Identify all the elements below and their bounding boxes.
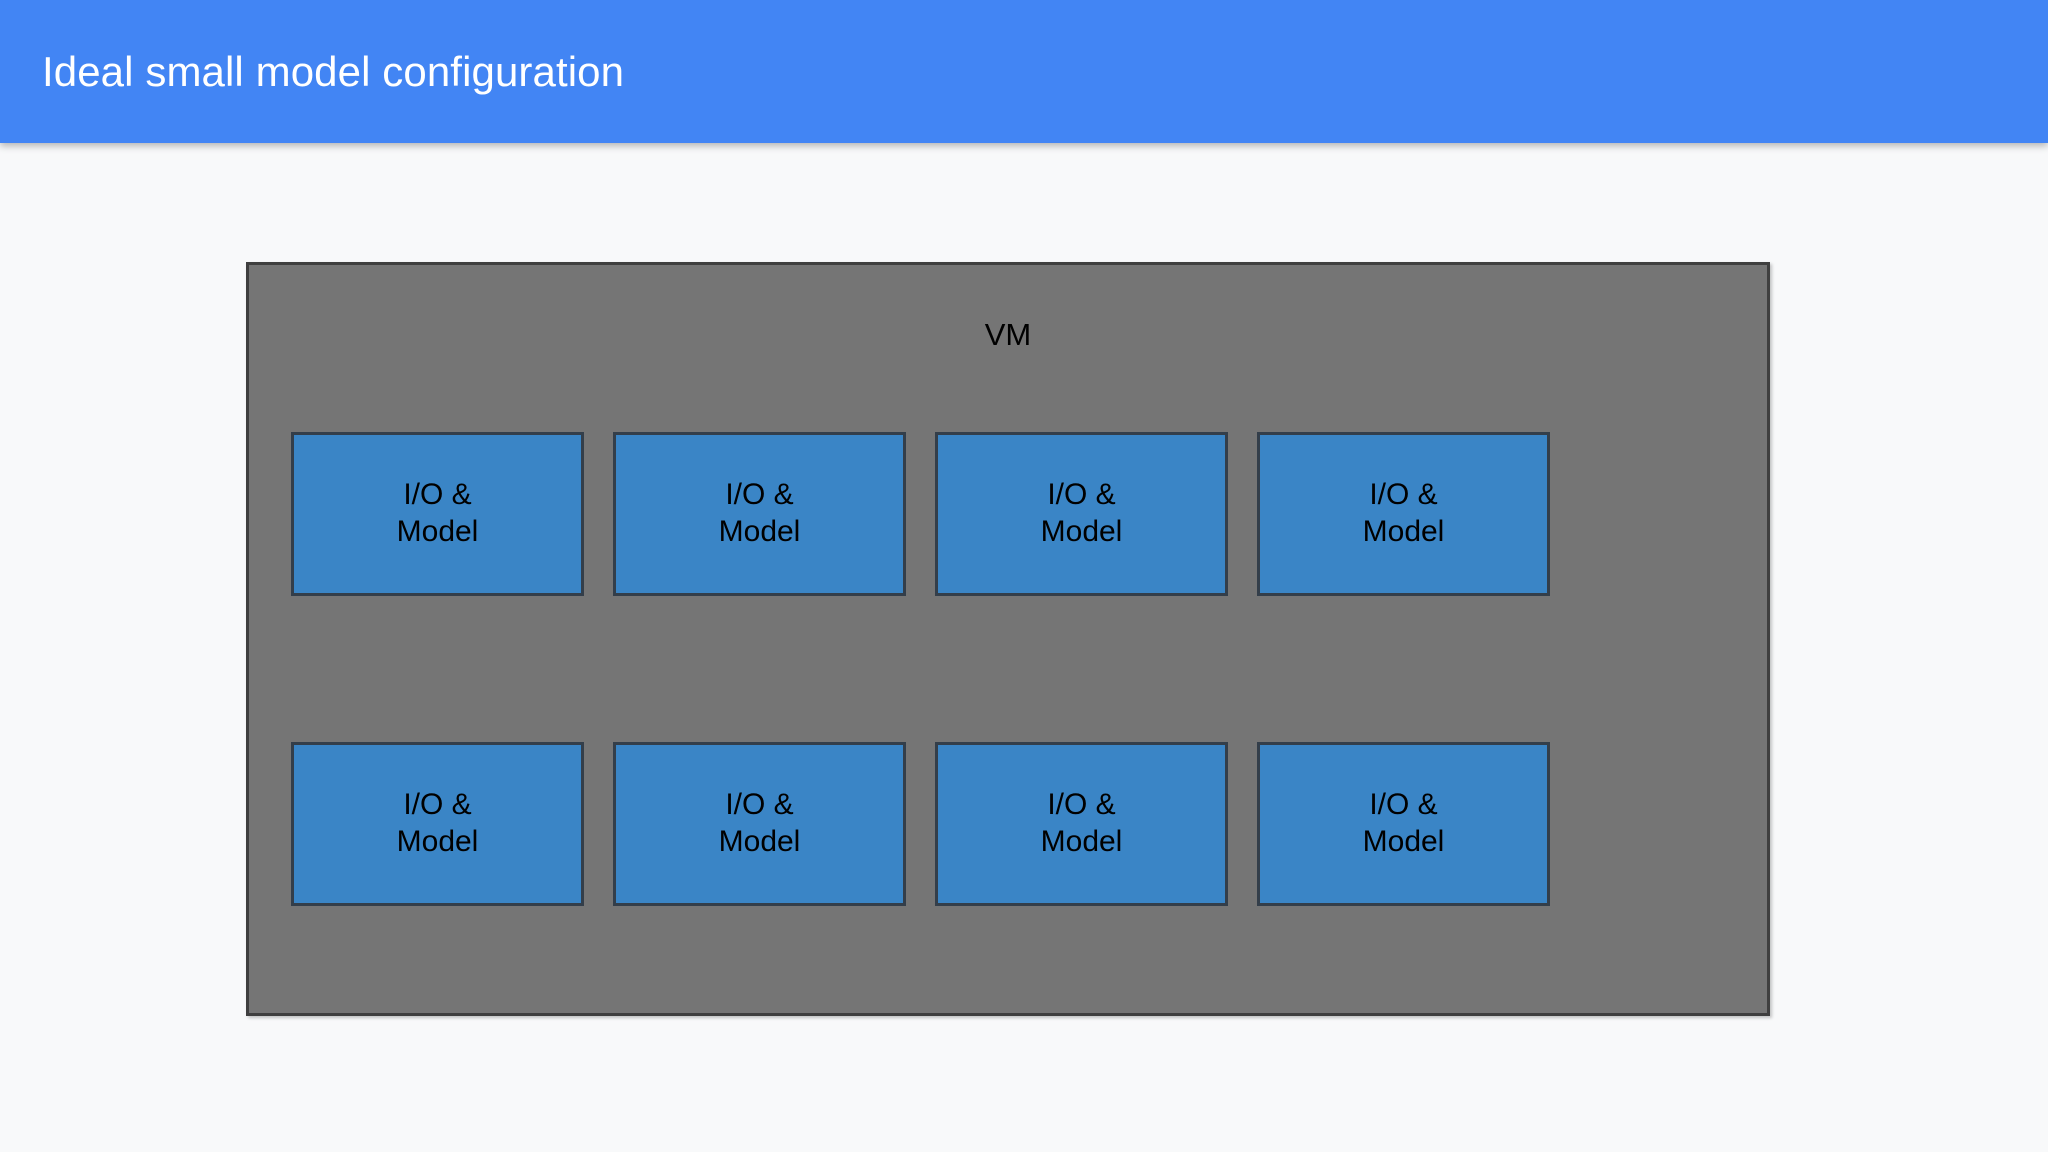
header-bar: Ideal small model configuration [0,0,2048,143]
worker-box-line-1: I/O & [1369,478,1438,512]
worker-box-line-1: I/O & [403,478,472,512]
worker-box[interactable]: I/O & Model [613,742,906,906]
worker-box[interactable]: I/O & Model [613,432,906,596]
worker-box-line-1: I/O & [725,478,794,512]
worker-row-1: I/O & Model I/O & Model I/O & Model I/O … [291,432,1550,596]
worker-box-line-2: Model [1040,825,1123,858]
slide-canvas: VM I/O & Model I/O & Model I/O & Model I… [0,143,2048,1152]
vm-container[interactable]: VM I/O & Model I/O & Model I/O & Model I… [246,262,1770,1016]
worker-box[interactable]: I/O & Model [291,742,584,906]
page-title: Ideal small model configuration [42,48,625,95]
worker-box-line-2: Model [396,515,479,548]
worker-box-line-1: I/O & [1047,478,1116,512]
worker-box-line-1: I/O & [403,788,472,822]
worker-box-line-2: Model [1040,515,1123,548]
worker-box-line-2: Model [1362,515,1445,548]
worker-box-line-1: I/O & [725,788,794,822]
worker-box-line-2: Model [718,825,801,858]
worker-row-2: I/O & Model I/O & Model I/O & Model I/O … [291,742,1550,906]
worker-box[interactable]: I/O & Model [1257,742,1550,906]
worker-box-line-1: I/O & [1047,788,1116,822]
worker-box-line-2: Model [1362,825,1445,858]
worker-box-line-2: Model [718,515,801,548]
worker-box[interactable]: I/O & Model [935,742,1228,906]
worker-box[interactable]: I/O & Model [291,432,584,596]
vm-container-label: VM [984,317,1032,352]
worker-box[interactable]: I/O & Model [1257,432,1550,596]
worker-box-line-1: I/O & [1369,788,1438,822]
worker-box[interactable]: I/O & Model [935,432,1228,596]
worker-box-line-2: Model [396,825,479,858]
